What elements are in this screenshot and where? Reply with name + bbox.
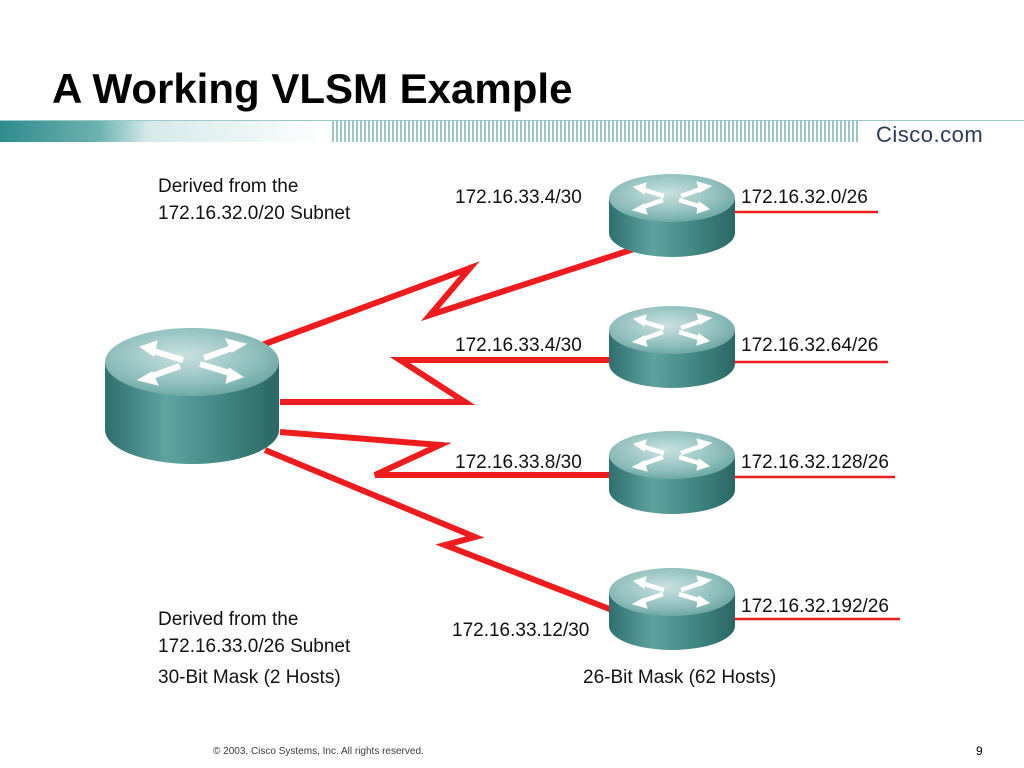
core-router-icon — [105, 328, 279, 464]
note-top-line2: 172.16.32.0/20 Subnet — [158, 203, 351, 224]
lan-label-1: 172.16.32.0/26 — [741, 187, 868, 208]
serial-link-1 — [260, 244, 641, 348]
router-4-icon — [609, 568, 735, 650]
lan-label-4: 172.16.32.192/26 — [741, 596, 889, 617]
brand-logo-text: Cisco.com — [876, 122, 984, 147]
serial-links — [260, 244, 641, 613]
wan-label-2: 172.16.33.4/30 — [455, 335, 582, 356]
mask30-label: 30-Bit Mask (2 Hosts) — [158, 667, 341, 688]
serial-link-2 — [280, 357, 610, 405]
router-2-icon — [609, 306, 735, 388]
page-title: A Working VLSM Example — [52, 65, 573, 112]
wan-label-4: 172.16.33.12/30 — [452, 620, 589, 641]
note-bottom-line1: Derived from the — [158, 609, 298, 630]
lan-links — [735, 210, 900, 621]
serial-link-3 — [279, 429, 610, 478]
mask26-label: 26-Bit Mask (62 Hosts) — [583, 667, 776, 688]
serial-link-4 — [263, 447, 614, 613]
header-banner — [0, 120, 1024, 142]
copyright-footer: © 2003, Cisco Systems, Inc. All rights r… — [213, 746, 424, 757]
wan-label-1: 172.16.33.4/30 — [455, 187, 582, 208]
page-number: 9 — [976, 744, 983, 758]
router-3-icon — [609, 431, 735, 514]
note-top-line1: Derived from the — [158, 176, 298, 197]
note-bottom-line2: 172.16.33.0/26 Subnet — [158, 636, 351, 657]
lan-label-2: 172.16.32.64/26 — [741, 335, 878, 356]
wan-label-3: 172.16.33.8/30 — [455, 452, 582, 473]
lan-label-3: 172.16.32.128/26 — [741, 452, 889, 473]
router-1-icon — [609, 174, 735, 257]
